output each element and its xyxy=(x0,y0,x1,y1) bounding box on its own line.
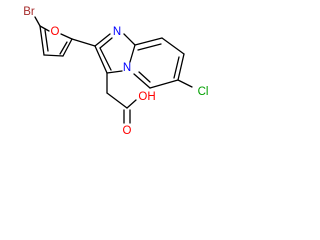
bond-c3f-c4f xyxy=(43,54,64,57)
bond-n4-c3 xyxy=(106,70,123,74)
bond-c6-cl xyxy=(177,79,193,88)
bond-c7-c6-double xyxy=(173,56,180,79)
atom-bridgehead-nitrogen: N xyxy=(123,62,131,74)
bond-c5f-br xyxy=(34,16,41,27)
bond-c8a-c8-double xyxy=(137,43,162,51)
bond-c4f-c5f xyxy=(39,25,45,56)
bond-c2f-c3f-inner xyxy=(59,41,68,55)
bond-c5f-o xyxy=(39,25,50,32)
bond-c3-c2-double xyxy=(99,47,112,71)
bond-c2f-c2 xyxy=(71,38,96,47)
bond-c4f-c5f-inner xyxy=(44,29,49,52)
bond-cooh-oh xyxy=(126,99,137,109)
bond-c2-n1 xyxy=(94,33,111,47)
atom-bromine: Br xyxy=(23,6,35,18)
atom-carbonyl-oxygen: O xyxy=(123,125,132,137)
bond-o-c2f xyxy=(60,33,73,40)
chemical-structure: Br O N N Cl OH O xyxy=(23,6,209,137)
bond-c7-c6 xyxy=(177,53,185,81)
bond-c8a-c8 xyxy=(134,37,163,46)
atom-imidazole-nitrogen: N xyxy=(113,26,121,38)
bond-c5-n4 xyxy=(133,73,151,89)
bond-c3-c2 xyxy=(94,45,108,74)
atom-furan-oxygen: O xyxy=(51,26,60,38)
bond-ch2-cooh xyxy=(106,92,128,109)
bond-c5-n4-double xyxy=(138,71,151,83)
atom-hydroxyl-oxygen: OH xyxy=(138,91,155,103)
bond-n1-c8a xyxy=(123,33,136,46)
bond-c6-c5 xyxy=(149,79,179,89)
bond-c8a-n4 xyxy=(129,44,136,63)
atom-chlorine: Cl xyxy=(198,86,209,98)
bond-c2f-c3f xyxy=(62,38,73,57)
bond-c2-n1-double xyxy=(99,37,113,49)
bond-c8-c7 xyxy=(161,37,185,55)
